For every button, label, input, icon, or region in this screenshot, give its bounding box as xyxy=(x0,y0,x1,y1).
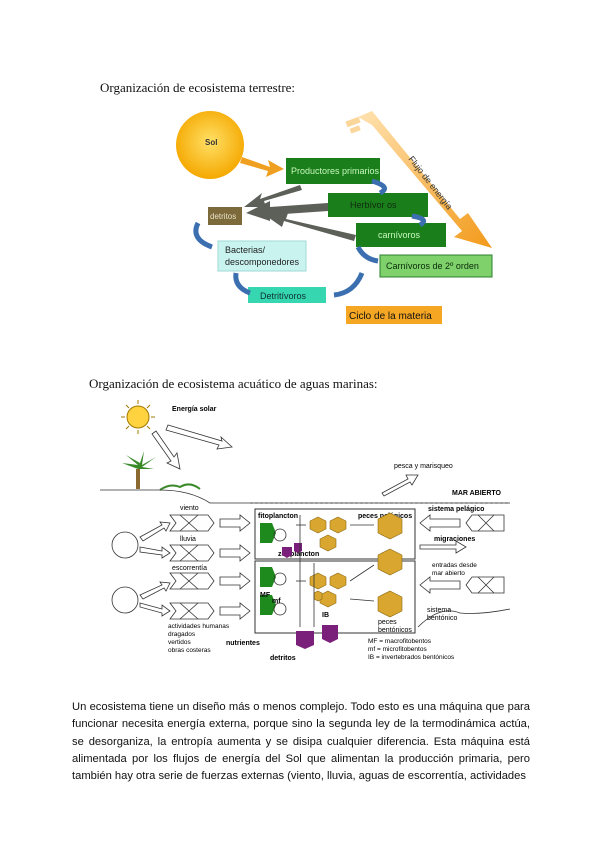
solar-sun-icon xyxy=(121,400,155,434)
coastline xyxy=(100,489,510,504)
nutrients-label: nutrientes xyxy=(226,640,260,647)
terrestrial-ecosystem-diagram: Sol Flujo de energía Productores primari… xyxy=(176,111,493,324)
detritus-label-aquatic: detritos xyxy=(270,655,296,662)
benthic-fish-label-2: bentónicos xyxy=(378,627,412,634)
rain-label: lluvia xyxy=(180,536,196,543)
inflows-label-1: entradas desde xyxy=(432,562,477,569)
dredging-label: dragados xyxy=(168,631,196,638)
producers-label: Productores primarios xyxy=(291,166,380,176)
body-paragraph: Un ecosistema tiene un diseño más o meno… xyxy=(72,701,530,782)
zooplankton-label: zooplancton xyxy=(278,551,319,558)
matter-cycle-box xyxy=(346,306,442,324)
phytoplankton-label: fitoplancton xyxy=(258,513,298,520)
pelagic-system-label: sistema pelágico xyxy=(428,506,484,513)
mf-small-label: mf xyxy=(272,598,281,605)
aquatic-heading: Organización de ecosistema acuático de a… xyxy=(89,376,378,391)
legend-mf-big: MF = macrofitobentos xyxy=(368,638,432,645)
terrestrial-heading: Organización de ecosistema terrestre: xyxy=(100,80,296,95)
benthic-fish-label-1: peces xyxy=(378,619,397,626)
macrophyto-icon xyxy=(260,567,276,587)
vegetation-icon xyxy=(159,483,201,491)
runoff-label: escorrentía xyxy=(172,565,207,572)
carnivores-box xyxy=(356,223,446,247)
sun-icon xyxy=(176,111,244,179)
internal-arrows xyxy=(273,515,375,627)
dumping-label: vertidos xyxy=(168,639,192,646)
legend-ib: IB = invertebrados bentónicos xyxy=(368,654,455,661)
benthic-system-label-1: sistema xyxy=(427,607,451,614)
palm-tree-icon xyxy=(122,451,156,489)
matter-cycle-arrows xyxy=(193,178,427,298)
migrations-label: migraciones xyxy=(434,536,475,543)
herbivores-label: Herbívor os xyxy=(350,200,397,210)
detritivores-box xyxy=(248,287,326,303)
fishing-label: pesca y marisqueo xyxy=(394,463,453,470)
sun-label: Sol xyxy=(205,138,217,147)
open-sea-label: MAR ABIERTO xyxy=(452,490,502,497)
inflows-label-2: mar abierto xyxy=(432,570,465,577)
carnivores2-label: Carnívoros de 2º orden xyxy=(386,261,479,271)
carnivores2-box xyxy=(379,254,493,278)
matter-cycle-label: Ciclo de la materia xyxy=(349,311,432,322)
detritus-icons xyxy=(296,625,338,649)
benthic-system-label-2: bentónico xyxy=(427,615,457,622)
open-sea-exchange xyxy=(417,514,510,628)
wind-label: viento xyxy=(180,505,199,512)
legend-mf-small: mf = microfitobentos xyxy=(368,646,427,653)
microphyto-icon xyxy=(260,595,276,615)
mf-big-label: MF xyxy=(260,592,271,599)
detritus-label: detritos xyxy=(210,212,236,221)
herbivores-box xyxy=(328,193,428,217)
human-activities-label: actividades humanas xyxy=(168,623,230,630)
external-inputs xyxy=(111,514,251,620)
bacteria-label-1: Bacterias/ xyxy=(225,245,266,255)
hexagons xyxy=(309,512,403,618)
coastal-works-label: obras costeras xyxy=(168,647,211,654)
sun-arrow-icon xyxy=(240,157,284,177)
fishing-arrow xyxy=(381,474,419,497)
detritivores-label: Detritívoros xyxy=(260,291,307,301)
detritus-box xyxy=(208,207,242,225)
phytoplankton-icon xyxy=(260,523,276,543)
bacteria-label-2: descomponedores xyxy=(225,257,300,267)
solar-arrows xyxy=(151,424,233,470)
producers-box xyxy=(286,158,380,184)
detritus-arrows xyxy=(244,185,356,241)
carnivores-label: carnívoros xyxy=(378,230,421,240)
bacteria-box xyxy=(217,240,307,272)
ib-label: IB xyxy=(322,612,329,619)
aquatic-ecosystem-diagram: Energía solar pesca y marisqueo MAR ABIE… xyxy=(100,400,510,662)
solar-energy-label: Energía solar xyxy=(172,406,217,413)
